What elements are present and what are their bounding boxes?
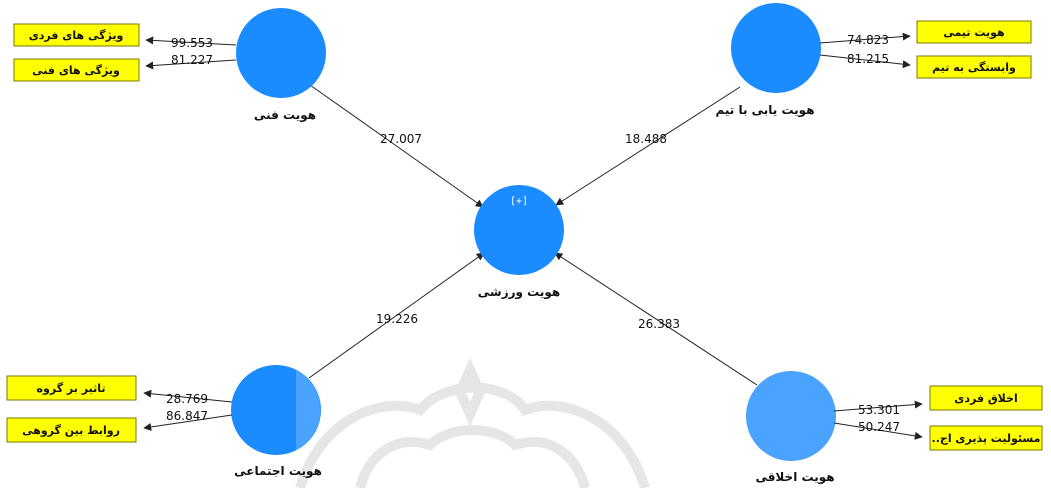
construct-circle-central[interactable] — [474, 185, 564, 275]
construct-label-social: هویت اجتماعی — [234, 464, 322, 479]
indicator-label: ویژگی های فنی — [32, 64, 120, 77]
indicator-label: وابستگی به تیم — [932, 61, 1016, 74]
indicator-box[interactable]: تاثیر بر گروه — [6, 375, 137, 401]
construct-label-central: هویت ورزشی — [478, 285, 560, 300]
path-arrow-social — [308, 252, 485, 379]
construct-circle-team[interactable] — [731, 3, 821, 93]
loading-arrow — [833, 400, 923, 412]
path-coef-technical: 27.007 — [380, 132, 422, 146]
indicator-box[interactable]: ویژگی های فردی — [13, 23, 140, 47]
path-arrow-team — [555, 86, 741, 206]
path-coef-ethical: 26.383 — [638, 317, 680, 331]
construct-label-ethical: هویت اخلاقی — [755, 470, 834, 485]
indicator-label: هویت تیمی — [943, 26, 1004, 39]
loading-arrow — [143, 414, 233, 431]
loading-value: 50.247 — [858, 420, 900, 434]
indicator-box[interactable]: ویژگی های فنی — [13, 58, 140, 82]
indicator-box[interactable]: روابط بین گروهی — [6, 417, 137, 443]
loading-arrow — [819, 32, 911, 44]
path-arrows — [308, 84, 758, 386]
loading-value: 81.227 — [171, 53, 213, 67]
construct-team[interactable]: هویت یابی با تیم — [715, 3, 821, 118]
indicator-group-social: 28.769 86.847 تاثیر بر گروه روابط بین گر… — [6, 375, 233, 443]
expand-icon[interactable]: [+] — [510, 196, 528, 207]
path-coef-team: 18.488 — [625, 132, 667, 146]
loading-value: 81.215 — [847, 52, 889, 66]
construct-technical[interactable]: هویت فنی — [236, 8, 326, 123]
loading-value: 74.823 — [847, 33, 889, 47]
indicator-box[interactable]: مسئولیت پذیری اج.. — [929, 425, 1043, 451]
indicator-group-technical: 99.553 81.227 ویژگی های فردی ویژگی های ف… — [13, 23, 237, 82]
loading-value: 86.847 — [166, 409, 208, 423]
loading-arrow — [145, 59, 237, 70]
construct-ethical[interactable]: هویت اخلاقی — [746, 371, 836, 485]
loading-arrow — [143, 389, 233, 403]
construct-label-team: هویت یابی با تیم — [715, 103, 814, 118]
loading-value: 99.553 — [171, 36, 213, 50]
watermark-emblem — [295, 357, 650, 488]
indicator-label: تاثیر بر گروه — [37, 382, 106, 395]
path-coef-social: 19.226 — [376, 312, 418, 326]
construct-social[interactable]: هویت اجتماعی — [231, 365, 322, 479]
path-arrow-ethical — [554, 252, 758, 386]
loading-arrow — [819, 54, 911, 69]
loading-arrow — [145, 36, 237, 46]
loading-arrow — [833, 422, 923, 440]
indicator-box[interactable]: اخلاق فردی — [929, 385, 1043, 411]
construct-circle-technical[interactable] — [236, 8, 326, 98]
loading-value: 53.301 — [858, 403, 900, 417]
indicator-box[interactable]: وابستگی به تیم — [916, 55, 1032, 79]
construct-sport-identity[interactable]: [+] هویت ورزشی — [474, 185, 564, 300]
indicator-label: مسئولیت پذیری اج.. — [932, 432, 1041, 446]
loading-value: 28.769 — [166, 392, 208, 406]
indicator-group-ethical: 53.301 50.247 اخلاق فردی مسئولیت پذیری ا… — [833, 385, 1043, 451]
path-arrow-technical — [309, 84, 484, 208]
construct-label-technical: هویت فنی — [254, 108, 316, 123]
indicator-box[interactable]: هویت تیمی — [916, 20, 1032, 44]
construct-highlight-social — [296, 370, 321, 450]
indicator-label: اخلاق فردی — [954, 392, 1018, 405]
indicator-label: ویژگی های فردی — [29, 29, 124, 42]
construct-circle-ethical[interactable] — [746, 371, 836, 461]
indicator-label: روابط بین گروهی — [22, 424, 120, 437]
indicator-group-team: 74.823 81.215 هویت تیمی وابستگی به تیم — [819, 20, 1032, 79]
